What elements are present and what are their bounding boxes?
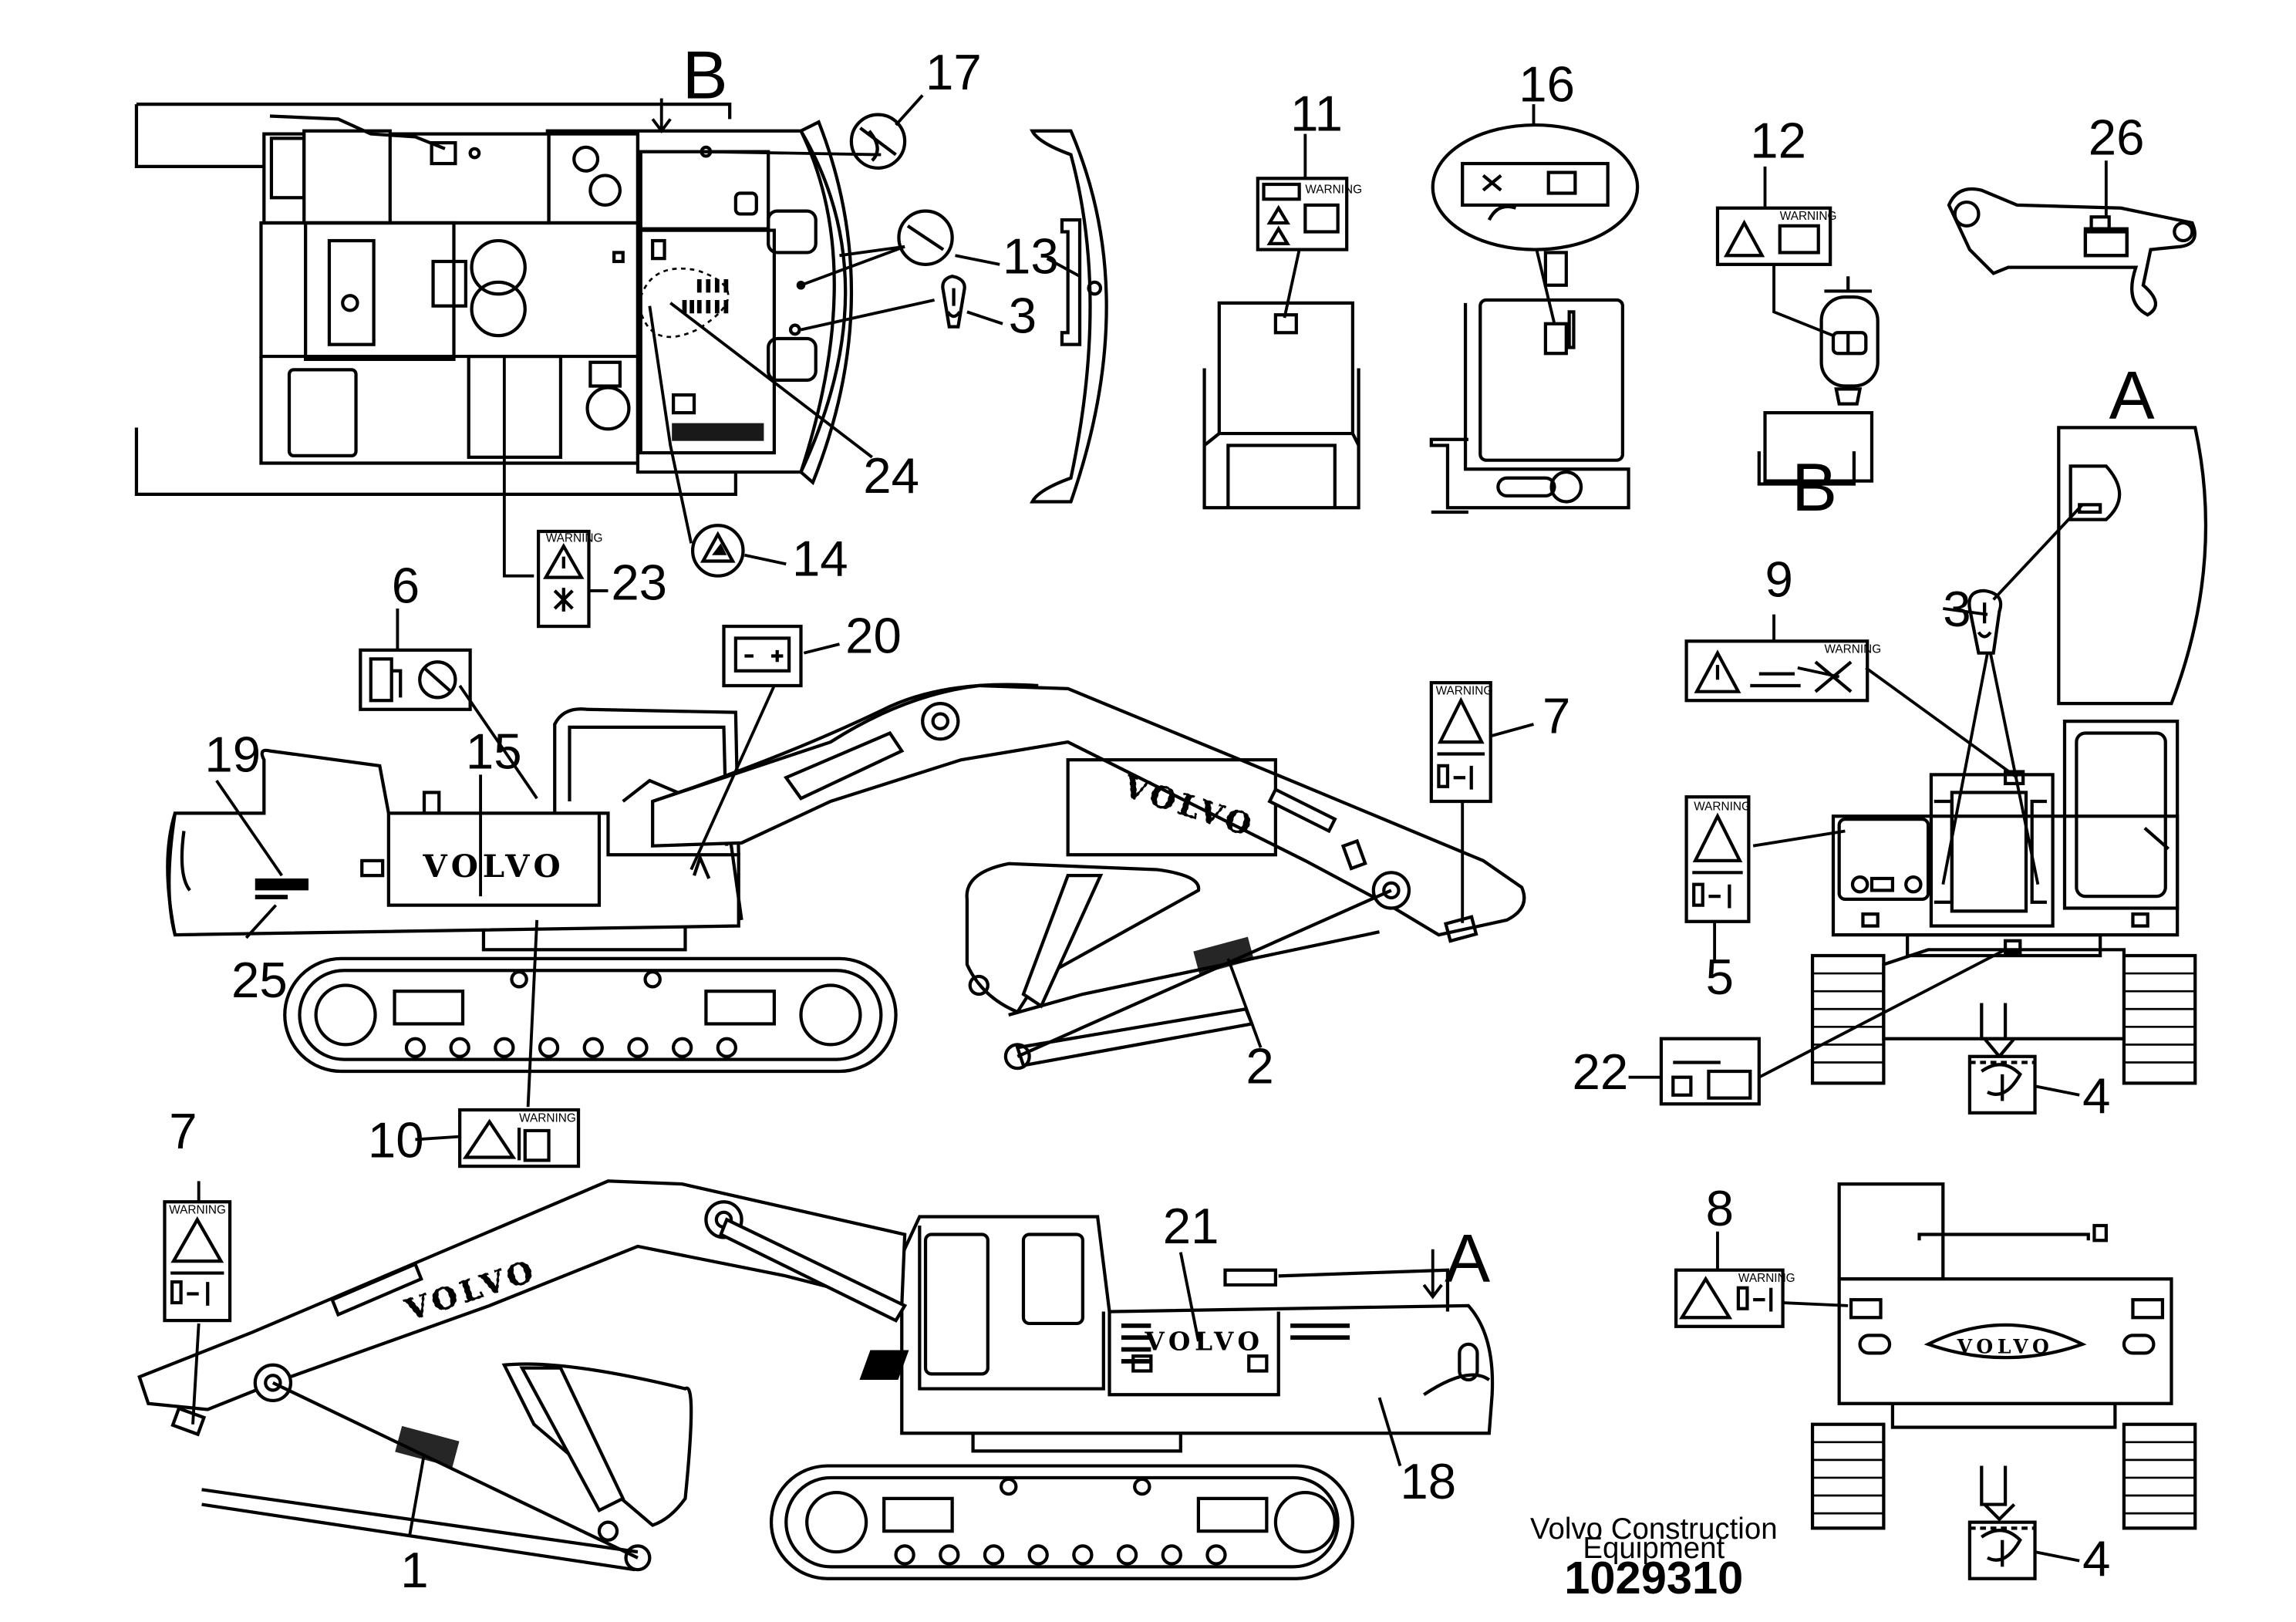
callout-10: 10: [368, 1112, 424, 1168]
decal-3-top: [941, 275, 966, 329]
warning-text-7a: WARNING: [1436, 685, 1493, 698]
callout-20: 20: [845, 608, 902, 664]
view-letter-b-detail: B: [1792, 449, 1837, 525]
decal-6: [359, 648, 472, 711]
decal-12: WARNING: [1715, 206, 1837, 266]
company-line-1: Volvo Construction: [1530, 1512, 1778, 1546]
callout-2: 2: [1246, 1037, 1273, 1094]
warning-text-12: WARNING: [1780, 210, 1837, 223]
decal-4-lower: [1967, 1520, 2037, 1580]
callout-13: 13: [1003, 228, 1059, 284]
callout-9: 9: [1765, 551, 1793, 608]
footer: Volvo Construction Equipment 1029310: [1530, 1512, 1778, 1603]
decal-7-upper: WARNING: [1429, 681, 1493, 804]
decal-9: WARNING: [1684, 639, 1881, 703]
callout-15: 15: [466, 723, 522, 780]
callout-7-lower: 7: [169, 1103, 197, 1159]
callout-4-upper: 4: [2082, 1067, 2110, 1124]
rear-brand: VOLVO: [1957, 1335, 2054, 1357]
callout-8: 8: [1706, 1180, 1734, 1236]
callout-24: 24: [863, 447, 919, 504]
decal-3-right: [1967, 588, 2003, 655]
callout-7-upper: 7: [1542, 688, 1570, 744]
callout-14: 14: [792, 531, 848, 587]
callout-12: 12: [1750, 112, 1806, 168]
decal-17: [849, 113, 907, 170]
callout-18: 18: [1400, 1453, 1456, 1509]
view-letter-a-top: A: [2109, 357, 2155, 433]
counterweight-view-a: [1030, 129, 1108, 504]
warning-text-5: WARNING: [1694, 801, 1751, 814]
callout-23: 23: [611, 554, 667, 610]
decal-11: WARNING: [1256, 177, 1362, 251]
decal-13: [897, 209, 954, 266]
callout-6: 6: [392, 557, 420, 613]
decal-23: WARNING: [536, 529, 603, 629]
callout-11: 11: [1290, 86, 1343, 142]
detail-12-accumulator: [1757, 276, 1880, 486]
document-number: 1029310: [1564, 1552, 1743, 1603]
decal-4-upper: [1967, 1054, 2037, 1114]
decal-8: WARNING: [1674, 1268, 1795, 1328]
rear-view-lower: VOLVO: [1810, 1182, 2197, 1530]
warning-text-10: WARNING: [519, 1111, 576, 1125]
view-letter-b-top: B: [683, 36, 728, 113]
decal-7-lower: WARNING: [163, 1200, 232, 1323]
callout-17: 17: [925, 44, 982, 100]
decal-5: WARNING: [1684, 795, 1751, 923]
callout-25: 25: [231, 952, 288, 1008]
side-view-upper: VOLVO VOLVO: [166, 683, 1526, 1074]
callout-19: 19: [204, 727, 261, 783]
counterweight-side-a: [2057, 426, 2208, 706]
rear-view-upper: [1810, 720, 2197, 1085]
warning-text-23: WARNING: [546, 531, 603, 545]
callout-22: 22: [1573, 1044, 1629, 1100]
callout-4-lower: 4: [2082, 1530, 2110, 1587]
callout-3-top: 3: [1009, 287, 1037, 343]
view-letters: B A B A: [683, 36, 2155, 1297]
detail-11-hood: [1202, 301, 1360, 510]
decal-10: WARNING: [458, 1108, 581, 1168]
callout-26: 26: [2089, 110, 2145, 166]
detail-16-tank: [1429, 123, 1640, 514]
company-line-2: Equipment: [1583, 1532, 1725, 1565]
callout-16: 16: [1519, 56, 1575, 112]
top-view: [134, 103, 854, 497]
boom-brand-side-upper: VOLVO: [422, 848, 565, 885]
callout-1: 1: [400, 1542, 428, 1598]
decal-16: [1482, 170, 1577, 221]
callout-5: 5: [1706, 949, 1734, 1005]
decal-14: [690, 524, 745, 578]
warning-text-8: WARNING: [1738, 1272, 1795, 1285]
decal-22: [1659, 1037, 1761, 1106]
view-letter-a-side: A: [1445, 1220, 1490, 1297]
callout-21: 21: [1163, 1198, 1219, 1254]
detail-26-coupler: [1947, 187, 2197, 317]
callout-3-right: 3: [1943, 581, 1971, 637]
leader-lines: [191, 94, 2108, 1563]
decal-26: [2083, 230, 2129, 258]
side-view-lower: VOLVO VOLVO: [137, 1179, 1495, 1580]
decal-20: [722, 624, 803, 688]
boom-brand-side-lower: VOLVO: [1144, 1327, 1263, 1357]
warning-text-11: WARNING: [1305, 184, 1362, 197]
callout-numbers: 17 13 3 24 14 23 11 16 12 26 6 20 19 15 …: [169, 44, 2144, 1598]
warning-text-9: WARNING: [1824, 643, 1881, 656]
warning-text-7b: WARNING: [169, 1204, 226, 1217]
